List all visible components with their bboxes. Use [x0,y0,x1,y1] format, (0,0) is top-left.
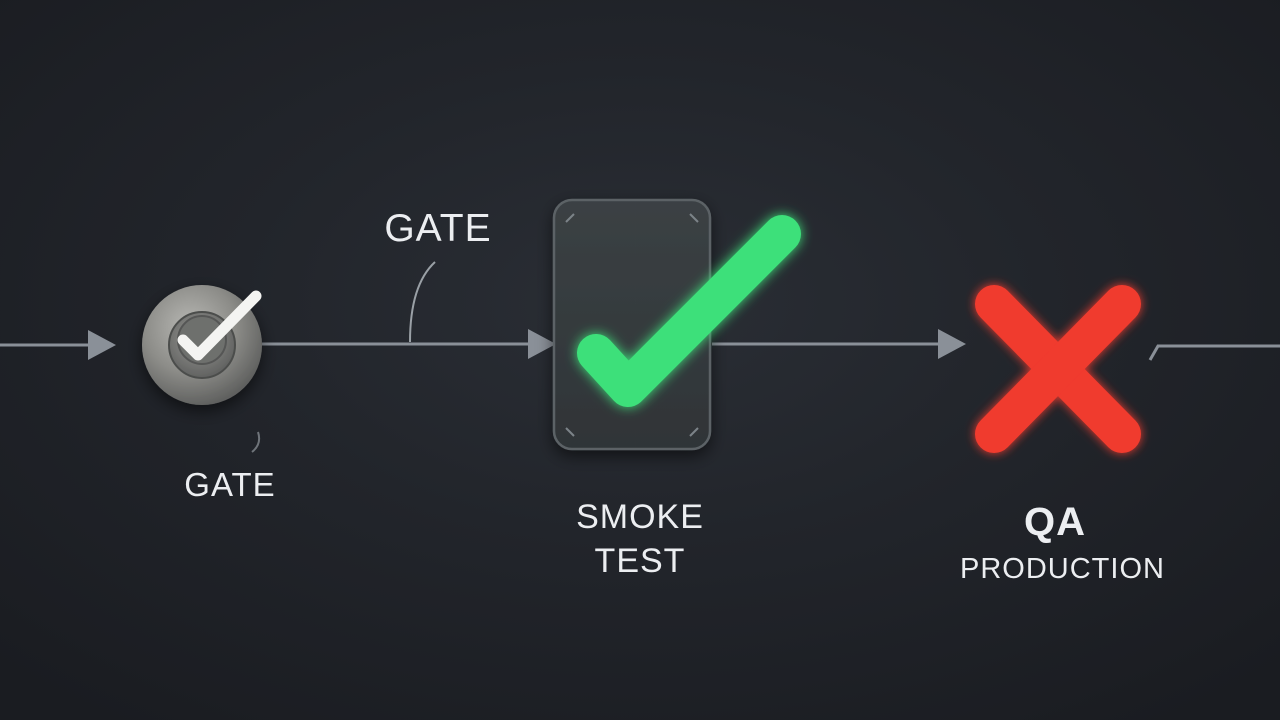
arrowhead-icon [938,329,966,359]
smoke-test-label-line1: SMOKE [576,498,704,536]
qa-node [975,285,1141,453]
gate-label-leader [409,261,436,343]
gate-label-upper: GATE [384,207,492,250]
connector-input [0,330,116,360]
gate-label-leader [251,431,261,453]
gate-label-lower: GATE [184,466,276,503]
qa-label: QA [1024,500,1086,544]
connector-gate-to-smoke [262,261,556,359]
production-label: PRODUCTION [960,553,1165,585]
connector-output [1148,344,1280,361]
check-icon [577,215,801,407]
connector-smoke-to-qa [712,329,966,359]
arrowhead-icon [88,330,116,360]
smoke-test-label: SMOKE TEST [560,495,720,583]
check-icon [177,290,262,361]
smoke-test-label-line2: TEST [594,542,686,580]
arrowhead-icon [528,329,556,359]
